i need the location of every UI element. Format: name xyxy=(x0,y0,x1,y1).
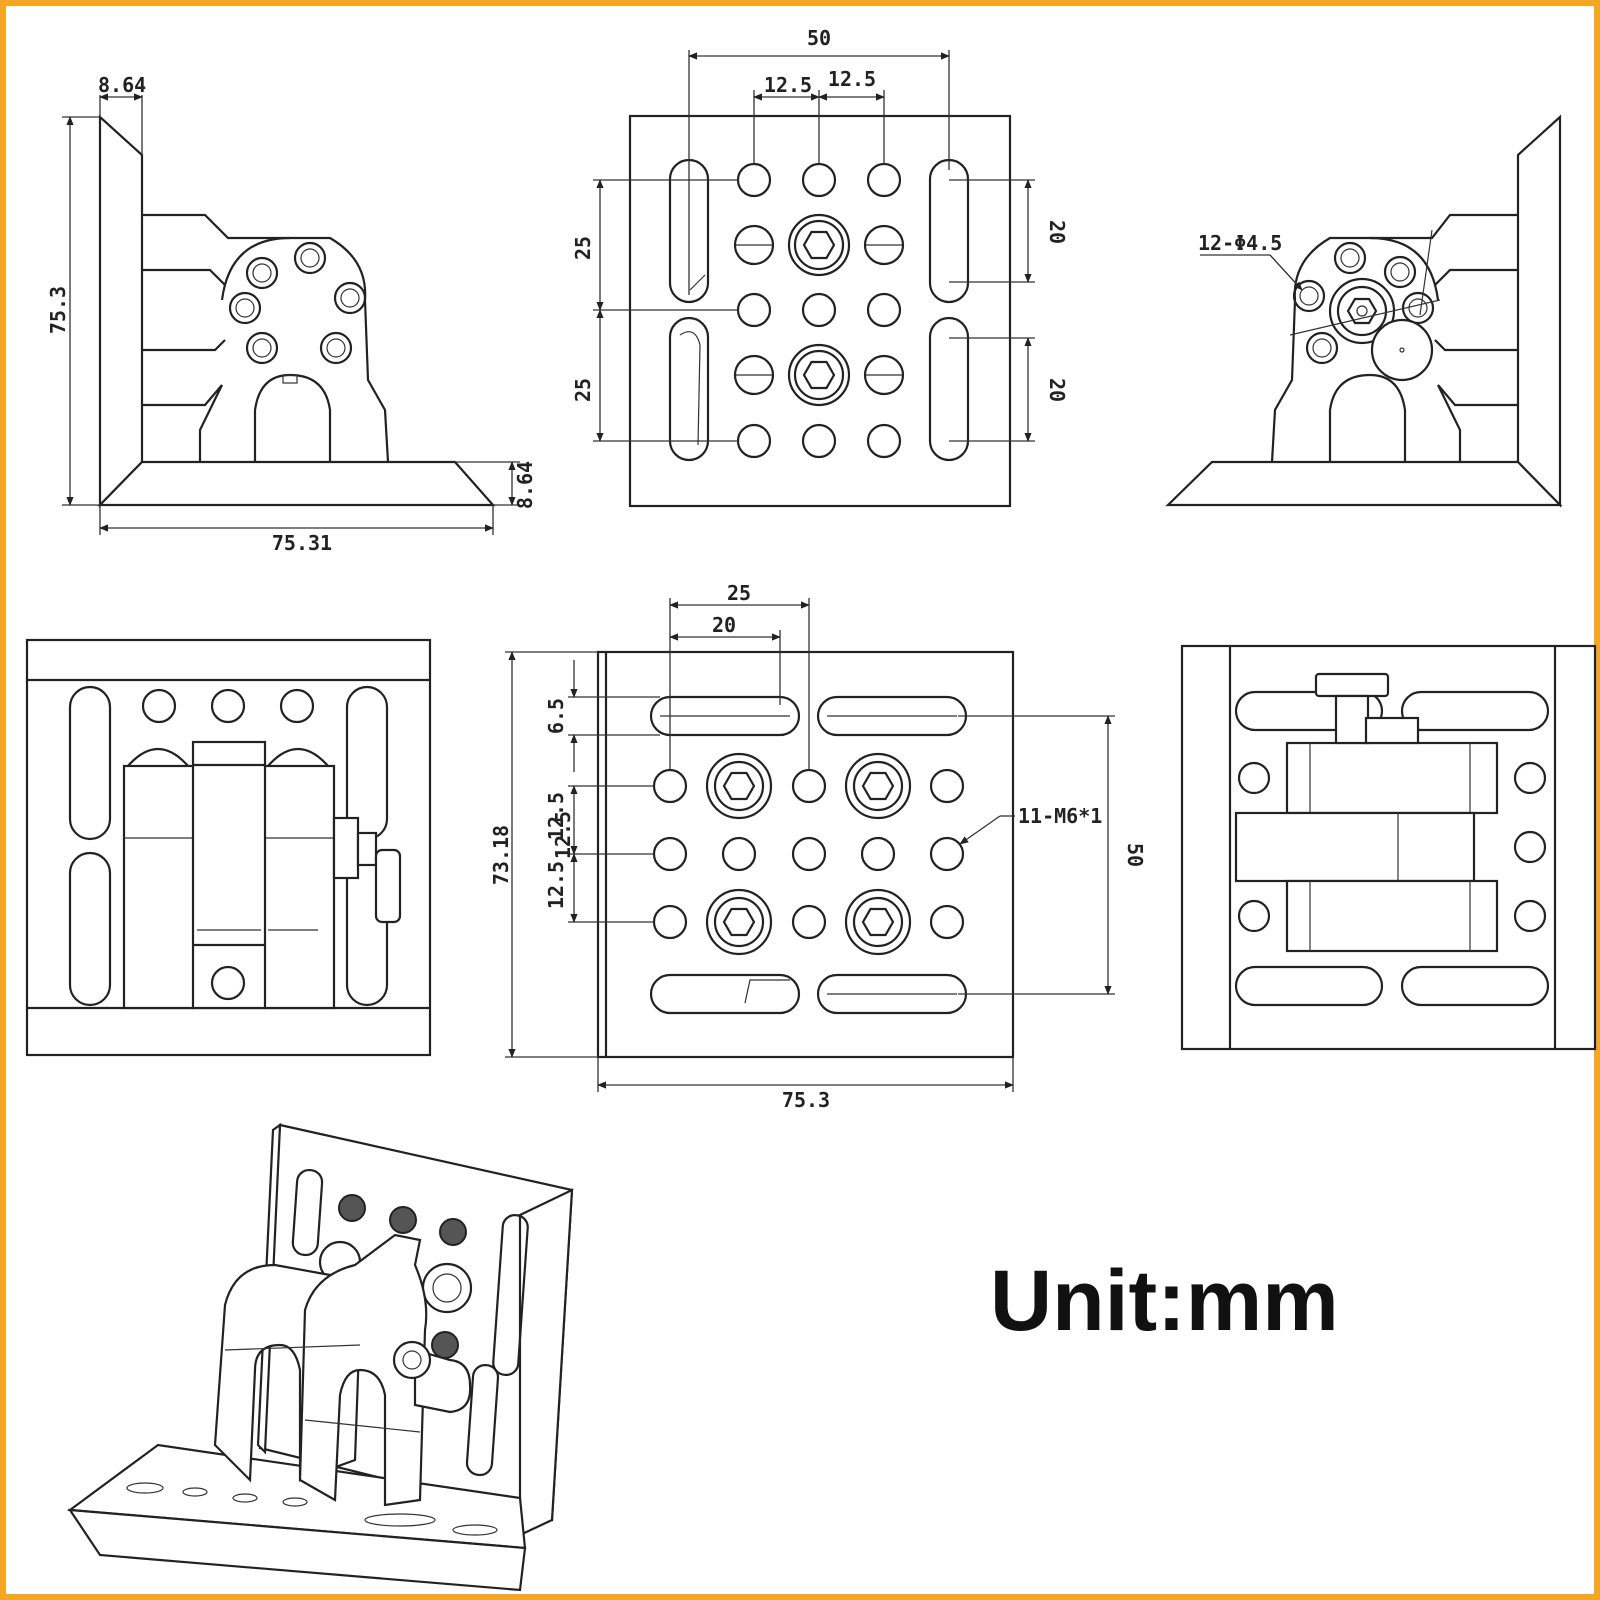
dim-top-row-lower: 25 xyxy=(571,378,595,402)
side-view-right xyxy=(1165,114,1563,508)
hexagon-socket-icon xyxy=(787,213,851,277)
side-view-left-dimensions: 8.64 75.3 75.31 8.64 xyxy=(46,73,537,555)
dim-front-slot-offset: 6.5 xyxy=(544,698,568,734)
isometric-view xyxy=(66,1122,574,1592)
side-view-right-dimensions: 12-Φ4.5 xyxy=(1198,231,1303,291)
dim-hole-callout: 12-Φ4.5 xyxy=(1198,231,1282,255)
hexagon-socket-icon xyxy=(705,752,773,820)
front-view-dimensions: 25 20 6.5 12.5 12.5 12.5 73.18 50 11-M6*… xyxy=(489,581,1147,1112)
dim-top-slot-lower: 20 xyxy=(1045,378,1069,402)
dim-top-pitch-right: 12.5 xyxy=(828,67,876,91)
dim-front-pitch-1: 12.5 xyxy=(544,792,568,840)
side-view-left xyxy=(97,114,496,508)
dim-front-height: 73.18 xyxy=(489,825,513,885)
hexagon-socket-icon xyxy=(787,343,851,407)
dim-side-height: 75.3 xyxy=(46,286,70,334)
front-view xyxy=(596,650,1015,1059)
hexagon-socket-icon xyxy=(844,888,912,956)
front-view-right xyxy=(1180,644,1597,1051)
hexagon-socket-icon xyxy=(705,888,773,956)
dim-front-width: 75.3 xyxy=(782,1088,830,1112)
unit-label: Unit:mm xyxy=(990,1253,1339,1349)
dim-side-top-thickness: 8.64 xyxy=(98,73,146,97)
front-view-left xyxy=(25,638,432,1057)
dim-side-width: 75.31 xyxy=(272,531,332,555)
dim-front-span-inner: 20 xyxy=(712,613,736,637)
isometric-base-holes xyxy=(126,1482,498,1536)
dim-front-pitch-3: 12.5 xyxy=(544,861,568,909)
dim-top-slot-upper: 20 xyxy=(1045,220,1069,244)
dim-top-overall: 50 xyxy=(807,26,831,50)
dim-front-thread-callout: 11-M6*1 xyxy=(1018,804,1102,828)
dim-top-pitch-left: 12.5 xyxy=(764,73,812,97)
dim-front-pitch-2: 12.5 xyxy=(551,811,575,859)
dim-front-span-outer: 25 xyxy=(727,581,751,605)
top-view-dimensions: 50 12.5 12.5 25 25 20 20 xyxy=(571,26,1069,442)
dim-front-slot-span: 50 xyxy=(1123,843,1147,867)
dim-side-base-thickness: 8.64 xyxy=(513,461,537,509)
dim-top-row-upper: 25 xyxy=(571,236,595,260)
top-view xyxy=(628,114,1012,508)
hexagon-socket-icon xyxy=(844,752,912,820)
